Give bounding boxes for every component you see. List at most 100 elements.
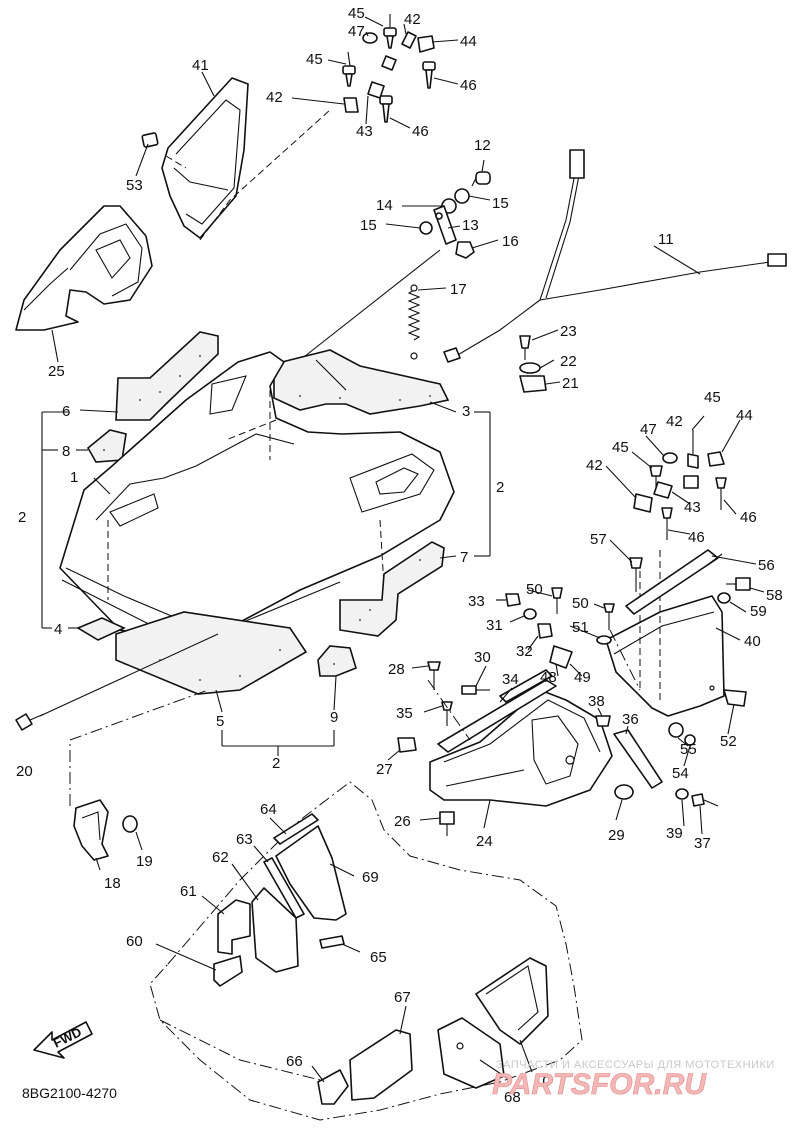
callout-69: 69 <box>362 869 379 886</box>
callout-26: 26 <box>394 813 411 830</box>
callout-55: 55 <box>680 741 697 758</box>
part-7-foam-pad <box>339 541 445 637</box>
watermark-tagline: ЗАПЧАСТИ И АКСЕССУАРЫ ДЛЯ МОТОТЕХНИКИ <box>496 1059 775 1071</box>
part-45-screw-mid <box>342 51 356 87</box>
callout-29: 29 <box>608 827 625 844</box>
callout-50: 50 <box>526 581 543 598</box>
callout-18: 18 <box>104 875 121 892</box>
callout-42: 42 <box>404 11 421 28</box>
part-41-inner-panel <box>161 77 331 241</box>
callout-2: 2 <box>18 509 26 526</box>
callout-24: 24 <box>476 833 493 850</box>
callout-61: 61 <box>180 883 197 900</box>
part-44-clip-top <box>417 35 435 53</box>
part-69-decal <box>275 825 347 921</box>
callout-23: 23 <box>560 323 577 340</box>
callout-25: 25 <box>48 363 65 380</box>
part-8-foam-block <box>86 429 127 463</box>
callout-4: 4 <box>54 621 62 638</box>
callout-10: 10 <box>534 1073 551 1090</box>
callout-45: 45 <box>704 389 721 406</box>
callout-34: 34 <box>502 671 519 688</box>
callout-47: 47 <box>640 421 657 438</box>
part-5-foam-pad <box>115 611 308 695</box>
callout-38: 38 <box>588 693 605 710</box>
part-34-strip <box>437 679 557 753</box>
callout-51: 51 <box>572 619 589 636</box>
part-65-decal <box>319 935 345 949</box>
part-42-clip-mid <box>381 55 397 71</box>
callout-60: 60 <box>126 933 143 950</box>
part-10-decal <box>475 957 549 1045</box>
part-15-washer-left <box>419 221 433 235</box>
callout-41: 41 <box>192 57 209 74</box>
part-56-strip <box>625 549 719 615</box>
part-3-foam-pad <box>273 349 450 415</box>
part-46-rivet-mid <box>379 95 393 123</box>
watermark: ЗАПЧАСТИ И АКСЕССУАРЫ ДЛЯ МОТОТЕХНИКИ PA… <box>492 1059 775 1101</box>
part-12-bolt <box>471 171 491 187</box>
callout-42: 42 <box>586 457 603 474</box>
foam-texture <box>103 355 431 681</box>
callout-7: 7 <box>460 549 468 566</box>
part-45-screw-top <box>383 14 397 49</box>
callout-46: 46 <box>460 77 477 94</box>
part-40-side-panel <box>605 550 725 717</box>
part-19-grommet <box>122 815 138 833</box>
part-68-decal <box>437 1017 505 1089</box>
callout-1: 1 <box>70 469 78 486</box>
callout-37: 37 <box>694 835 711 852</box>
callout-48: 48 <box>540 669 557 686</box>
callout-62: 62 <box>212 849 229 866</box>
fwd-arrow-icon: FWD <box>33 1021 93 1059</box>
part-13-lever <box>433 205 457 245</box>
part-25-side-cover <box>15 205 153 331</box>
watermark-logo: PARTSFOR.RU <box>492 1068 707 1101</box>
callout-56: 56 <box>758 557 775 574</box>
callout-16: 16 <box>502 233 519 250</box>
part-48-strip <box>499 669 553 703</box>
callout-58: 58 <box>766 587 783 604</box>
callout-2: 2 <box>272 755 280 772</box>
callout-52: 52 <box>720 733 737 750</box>
duct-fasteners <box>397 587 641 836</box>
callout-42: 42 <box>266 89 283 106</box>
part-16-nut <box>455 241 475 259</box>
callout-12: 12 <box>474 137 491 154</box>
part-11-cable <box>299 149 787 363</box>
callout-2: 2 <box>496 479 504 496</box>
leader-lines <box>41 16 765 1083</box>
callout-44: 44 <box>460 33 477 50</box>
callout-6: 6 <box>62 403 70 420</box>
callout-9: 9 <box>330 709 338 726</box>
part-53-clip <box>141 132 159 148</box>
callout-13: 13 <box>462 217 479 234</box>
part-20-bolt <box>15 633 219 731</box>
part-42-clip-top <box>401 31 417 49</box>
callout-labels: 45 42 47 44 45 41 46 42 43 46 12 53 14 1… <box>16 5 783 1106</box>
right-fastener-cluster <box>629 430 751 807</box>
callout-43: 43 <box>684 499 701 516</box>
callout-66: 66 <box>286 1053 303 1070</box>
callout-21: 21 <box>562 375 579 392</box>
callout-22: 22 <box>560 353 577 370</box>
callout-49: 49 <box>574 669 591 686</box>
callout-43: 43 <box>356 123 373 140</box>
callout-15: 15 <box>360 217 377 234</box>
callout-31: 31 <box>486 617 503 634</box>
part-67-decal <box>349 1029 413 1101</box>
part-47-washer-top <box>362 32 378 44</box>
callout-65: 65 <box>370 949 387 966</box>
part-36-strip <box>613 729 663 789</box>
callout-67: 67 <box>394 989 411 1006</box>
callout-50: 50 <box>572 595 589 612</box>
callout-40: 40 <box>744 633 761 650</box>
part-9-foam-block <box>317 645 357 677</box>
callout-35: 35 <box>396 705 413 722</box>
part-66-decal <box>317 1069 349 1105</box>
callout-54: 54 <box>672 765 689 782</box>
callout-3: 3 <box>462 403 470 420</box>
callout-32: 32 <box>516 643 533 660</box>
callout-47: 47 <box>348 23 365 40</box>
